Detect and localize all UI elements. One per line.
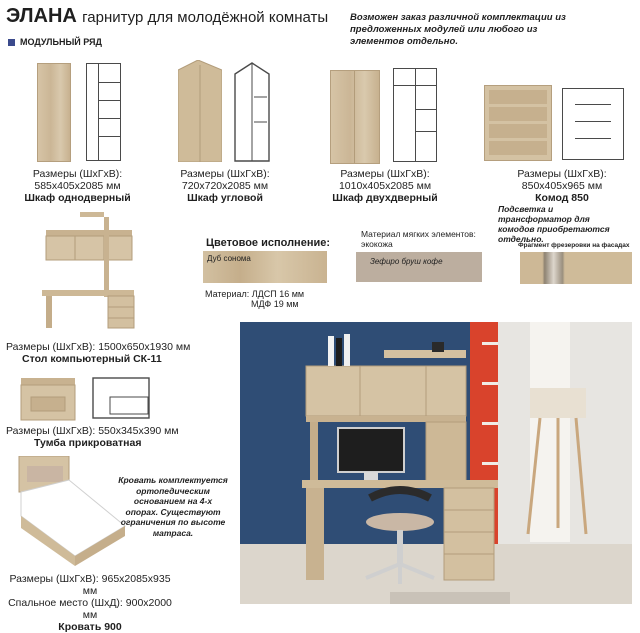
size-value: Размеры (ШхГхВ): 1500х650х1930 мм [6, 341, 191, 353]
size-label: Размеры (ШхГхВ): [32, 168, 123, 180]
product-name: Кровать 900 [58, 621, 122, 633]
dresser-caption: Размеры (ШхГхВ): 850х405х965 мм Комод 85… [492, 168, 632, 204]
product-name: Тумба прикроватная [34, 437, 142, 449]
leather-swatch: Зефиро бруш кофе [356, 252, 482, 282]
size-label: Размеры (ШхГхВ): [517, 168, 607, 180]
size-value: 585х405х2085 мм [34, 180, 121, 192]
desk-photo [38, 212, 138, 330]
section-square-icon [8, 38, 15, 46]
size-value: 850х405х965 мм [521, 180, 603, 192]
bed-caption: Размеры (ШхГхВ): 965х2085х935 мм Спально… [2, 573, 178, 633]
brand-name: ЭЛАНА [6, 5, 77, 27]
page-title: ЭЛАНА гарнитур для молодёжной комнаты [6, 5, 328, 29]
soft-material-title: Материал мягких элементов: [361, 229, 476, 239]
nightstand-photo [20, 377, 76, 421]
section-heading: МОДУЛЬНЫЙ РЯД [8, 37, 102, 47]
desk-caption: Размеры (ШхГхВ): 1500х650х1930 мм Стол к… [6, 341, 226, 365]
dresser-sketch [562, 88, 624, 160]
material-line-2: МДФ 19 мм [251, 299, 299, 309]
product-name: Шкаф угловой [187, 192, 263, 204]
fragment-label: Фрагмент фрезеровки на фасадах [518, 242, 630, 249]
sleep-size: Спальное место (ШхД): 900х2000 мм [8, 597, 172, 621]
wardrobe-corner-caption: Размеры (ШхГхВ): 720х720х2085 мм Шкаф уг… [150, 168, 300, 204]
product-name: Шкаф однодверный [24, 192, 131, 204]
section-label: МОДУЛЬНЫЙ РЯД [20, 37, 102, 47]
wardrobe-corner-photo [178, 60, 222, 162]
size-label: Размеры (ШхГхВ): [340, 168, 430, 180]
size-value: Размеры (ШхГхВ): 965х2085х935 мм [9, 573, 171, 597]
bed-photo [15, 456, 127, 566]
color-swatch-label: Дуб сонома [207, 254, 251, 263]
leather-swatch-label: Зефиро бруш кофе [370, 257, 443, 266]
wardrobe-double-caption: Размеры (ШхГхВ): 1010х405х2085 мм Шкаф д… [310, 168, 460, 204]
wardrobe-single-caption: Размеры (ШхГхВ): 585х405х2085 мм Шкаф од… [0, 168, 155, 204]
dresser-light-note: Подсветка и трансформатор для комодов пр… [498, 204, 610, 244]
dresser-photo [484, 85, 552, 161]
soft-material-info: Материал мягких элементов: экокожа [361, 229, 476, 249]
size-value: 720х720х2085 мм [181, 180, 269, 192]
soft-material-value: экокожа [361, 239, 393, 249]
size-value: 1010х405х2085 мм [338, 180, 432, 192]
wardrobe-corner-sketch [234, 62, 270, 162]
wardrobe-single-sketch [86, 63, 121, 161]
material-line-1: Материал: ЛДСП 16 мм [205, 289, 305, 299]
size-label: Размеры (ШхГхВ): [180, 168, 270, 180]
nightstand-caption: Размеры (ШхГхВ): 550х345х390 мм Тумба пр… [6, 425, 226, 449]
order-note: Возможен заказ различной комплектации из… [350, 12, 566, 47]
size-value: Размеры (ШхГхВ): 550х345х390 мм [6, 425, 179, 437]
product-name: Комод 850 [535, 192, 589, 204]
material-info: Материал: ЛДСП 16 мм МДФ 19 мм [205, 289, 304, 309]
bed-note: Кровать комплектуется ортопедическим осн… [118, 475, 228, 538]
nightstand-sketch [92, 377, 152, 419]
product-name: Стол компьютерный СК-11 [22, 353, 162, 365]
color-swatch: Дуб сонома [203, 251, 327, 283]
wardrobe-double-sketch [393, 68, 437, 162]
room-photo [240, 322, 632, 604]
wardrobe-double-photo [330, 70, 380, 164]
wardrobe-single-photo [37, 63, 71, 162]
facade-fragment [520, 252, 632, 284]
header-subtitle: гарнитур для молодёжной комнаты [82, 9, 329, 26]
color-title: Цветовое исполнение: [206, 237, 331, 249]
product-name: Шкаф двухдверный [332, 192, 438, 204]
